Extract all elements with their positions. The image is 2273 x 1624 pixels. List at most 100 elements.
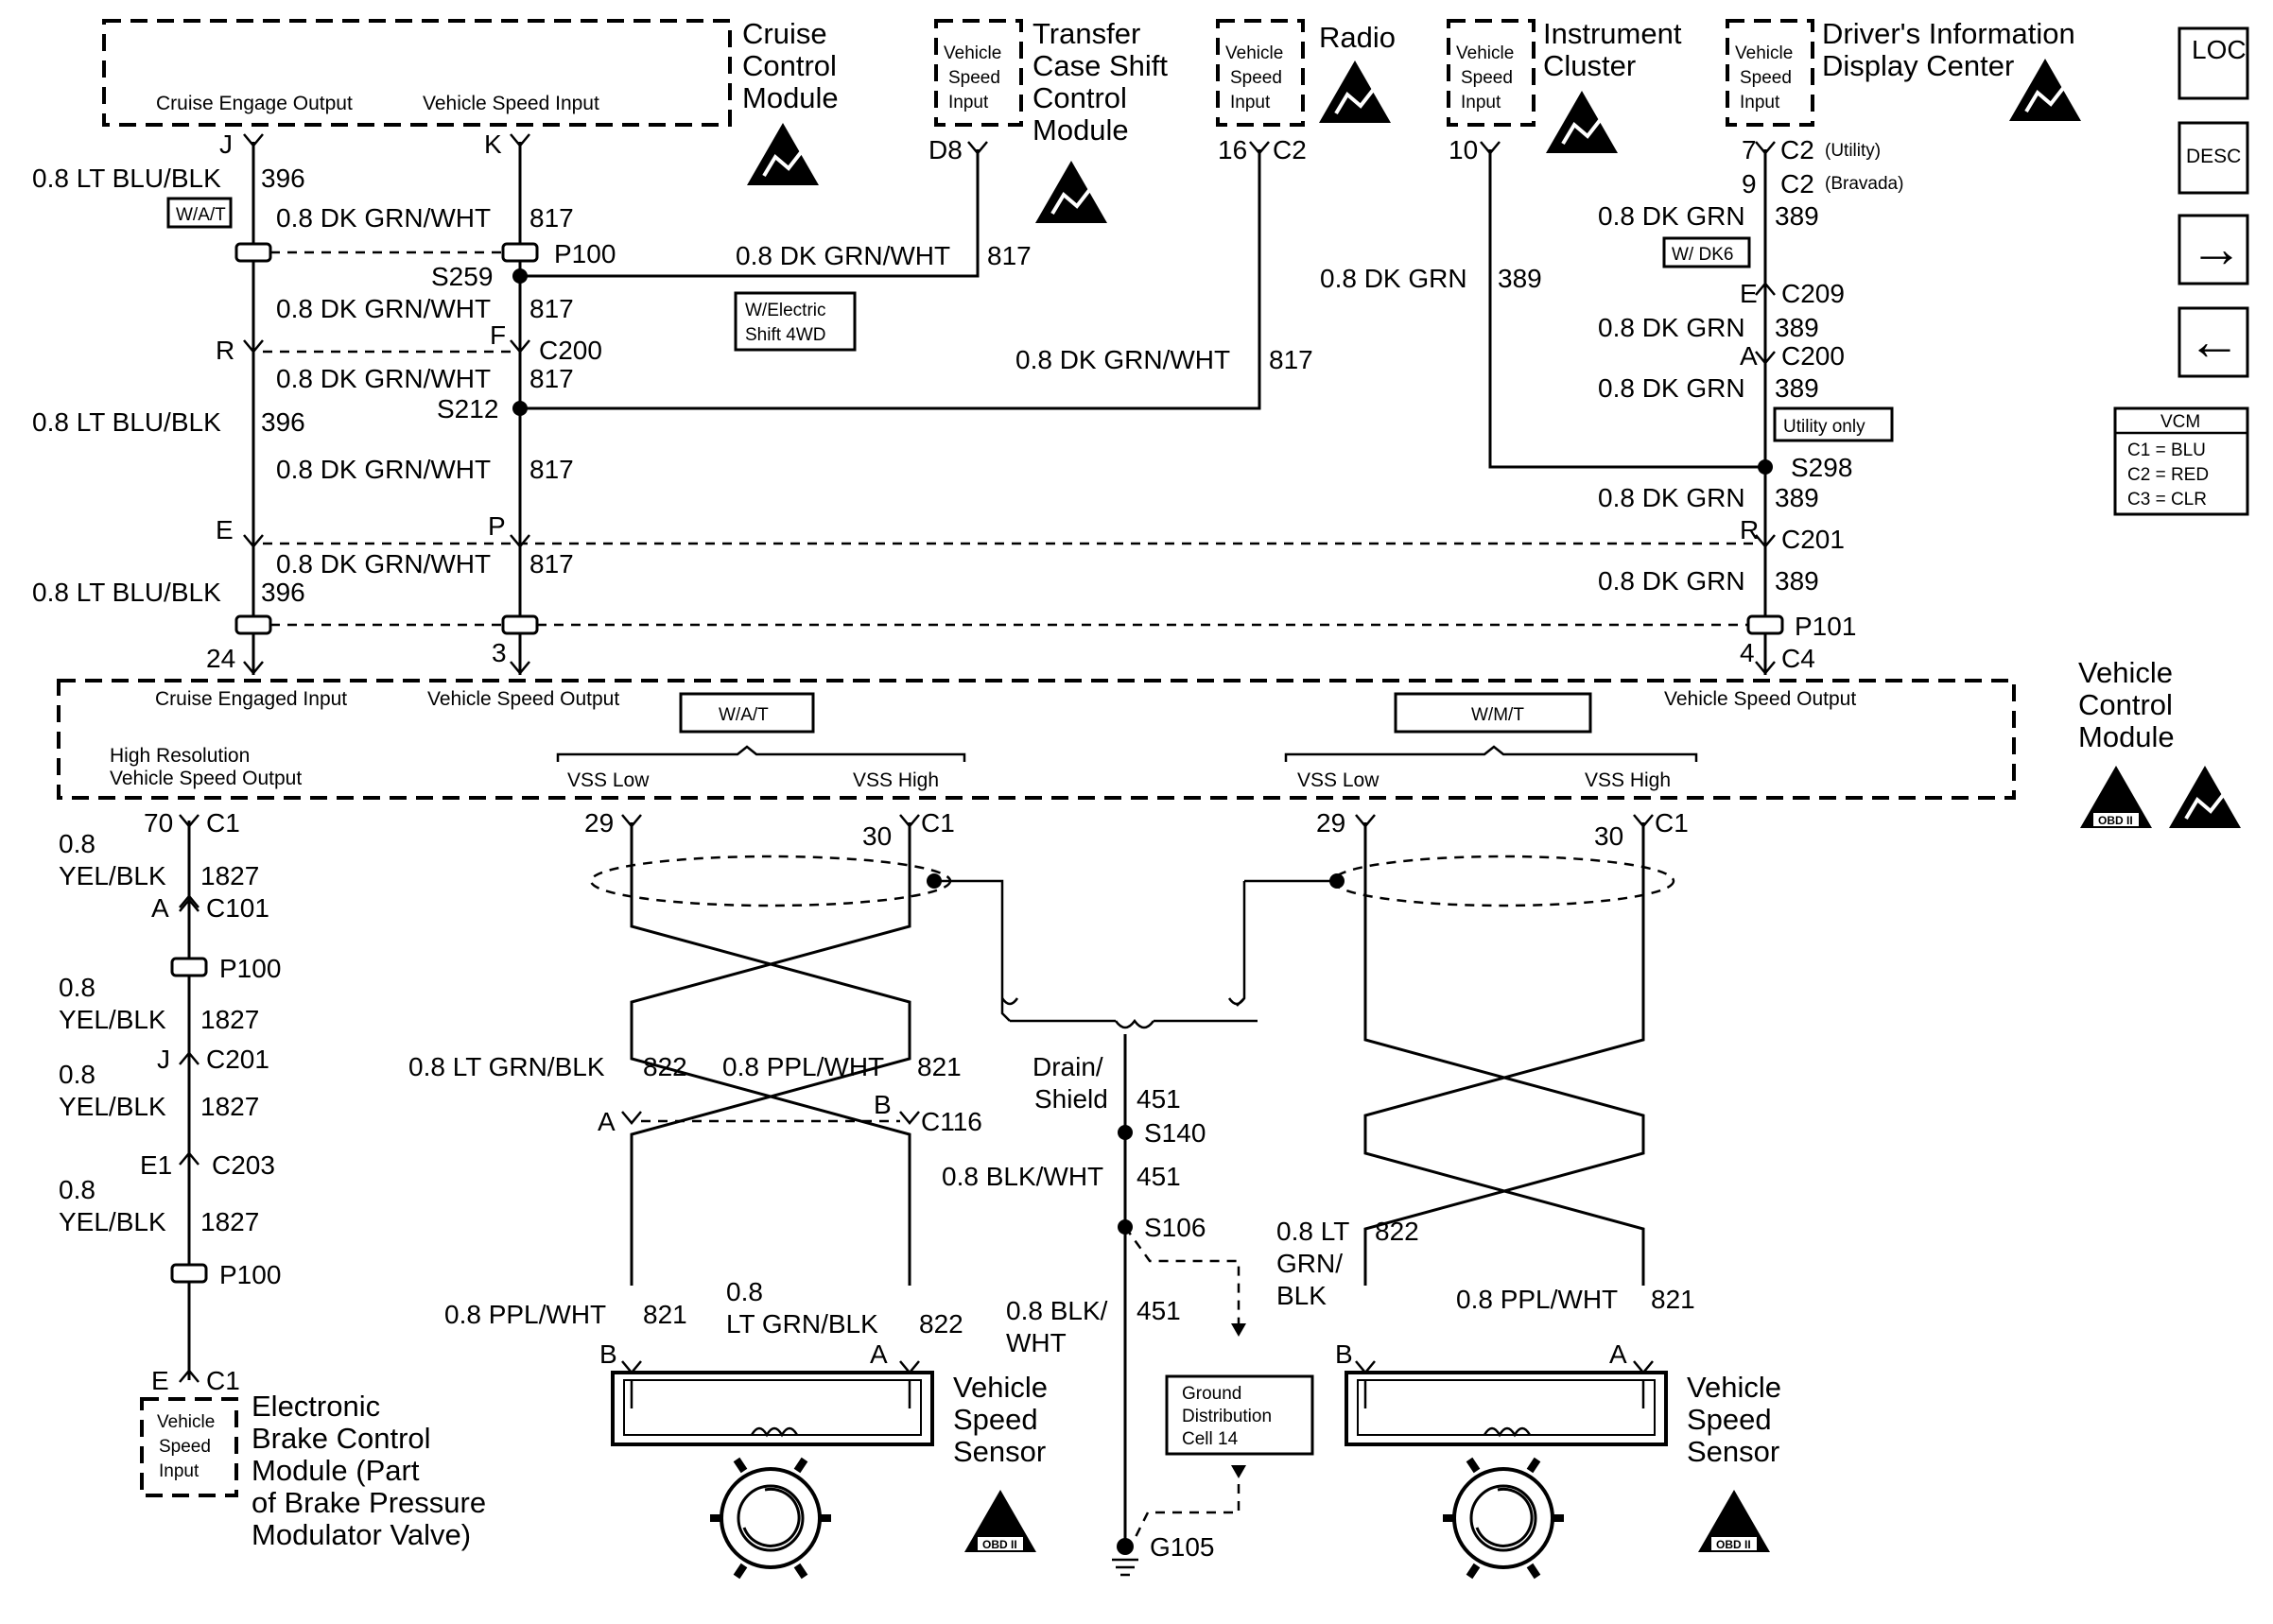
svg-text:Display Center: Display Center [1822, 49, 2014, 82]
svg-text:WHT: WHT [1006, 1328, 1067, 1357]
svg-text:0.8 DK GRN: 0.8 DK GRN [1320, 264, 1467, 293]
svg-text:817: 817 [529, 455, 574, 484]
svg-text:389: 389 [1775, 373, 1819, 403]
svg-text:Radio: Radio [1319, 21, 1396, 54]
svg-text:S106: S106 [1144, 1213, 1206, 1242]
svg-text:389: 389 [1498, 264, 1542, 293]
svg-text:LOC: LOC [2192, 35, 2247, 64]
svg-text:29: 29 [584, 808, 614, 838]
svg-text:817: 817 [1269, 345, 1313, 374]
loc-button[interactable]: LOC [2178, 26, 2249, 100]
svg-text:LT GRN/BLK: LT GRN/BLK [726, 1309, 878, 1339]
instrument-cluster-module: Vehicle Speed Input Instrument Cluster [1447, 17, 1682, 153]
svg-text:0.8 DK GRN/WHT: 0.8 DK GRN/WHT [276, 549, 491, 579]
svg-text:389: 389 [1775, 566, 1819, 596]
prev-arrow-button[interactable]: ← [2178, 306, 2249, 378]
obd-ii-icon: OBD II [964, 1490, 1036, 1552]
svg-text:0.8 DK GRN/WHT: 0.8 DK GRN/WHT [276, 203, 491, 233]
svg-text:0.8 DK GRN/WHT: 0.8 DK GRN/WHT [736, 241, 950, 270]
svg-text:W/A/T: W/A/T [176, 205, 226, 225]
svg-text:822: 822 [643, 1052, 687, 1081]
svg-text:Vehicle: Vehicle [1456, 43, 1514, 63]
svg-text:24: 24 [206, 644, 235, 673]
svg-text:S140: S140 [1144, 1118, 1206, 1148]
next-arrow-button[interactable]: → [2178, 214, 2249, 285]
drain-ground-circuit: Ground Distribution Cell 14 Drain/ Shiel… [942, 881, 1314, 1577]
svg-text:817: 817 [529, 549, 574, 579]
svg-text:7: 7 [1742, 135, 1757, 164]
svg-text:W/Electric: W/Electric [745, 301, 826, 320]
svg-text:Input: Input [1461, 93, 1501, 112]
svg-text:0.8 DK GRN/WHT: 0.8 DK GRN/WHT [276, 364, 491, 393]
desc-button[interactable]: DESC [2178, 121, 2249, 195]
svg-text:Vehicle Speed Output: Vehicle Speed Output [110, 768, 302, 789]
svg-text:389: 389 [1775, 201, 1819, 231]
svg-text:396: 396 [261, 164, 305, 193]
esd-icon [2169, 766, 2241, 828]
svg-text:D8: D8 [928, 135, 963, 164]
svg-text:Brake Control: Brake Control [252, 1422, 431, 1455]
svg-text:Speed: Speed [948, 68, 1000, 88]
svg-text:Speed: Speed [1230, 68, 1282, 88]
svg-text:817: 817 [529, 294, 574, 323]
svg-text:High Resolution: High Resolution [110, 745, 250, 767]
reluctor-wheel-icon [1443, 1457, 1564, 1580]
svg-text:0.8 DK GRN/WHT: 0.8 DK GRN/WHT [276, 455, 491, 484]
svg-text:J: J [219, 130, 233, 159]
svg-text:Case Shift: Case Shift [1032, 49, 1168, 82]
esd-icon [747, 123, 819, 185]
ebcm-circuit: Vehicle Speed Input Electronic Brake Con… [59, 808, 486, 1551]
reluctor-wheel-icon [710, 1457, 831, 1580]
svg-text:YEL/BLK: YEL/BLK [59, 1092, 166, 1121]
svg-text:(Bravada): (Bravada) [1825, 174, 1903, 194]
svg-text:C201: C201 [1781, 525, 1845, 554]
svg-text:A: A [1740, 341, 1758, 371]
svg-text:C1: C1 [1655, 808, 1689, 838]
esd-icon [1546, 91, 1618, 153]
svg-text:C1: C1 [206, 1366, 240, 1395]
svg-text:Vehicle Speed Input: Vehicle Speed Input [423, 93, 599, 114]
svg-text:Vehicle: Vehicle [1687, 1371, 1781, 1404]
svg-text:Module: Module [2078, 720, 2175, 753]
vss-circuit-mt: OBD II Vehicle Speed Sensor 29 30 C1 0.8… [1244, 808, 1781, 1580]
svg-text:0.8: 0.8 [59, 973, 95, 1002]
obd-ii-icon: OBD II [1698, 1490, 1770, 1552]
svg-text:Input: Input [1740, 93, 1780, 112]
svg-text:A: A [151, 893, 169, 923]
svg-text:Vehicle: Vehicle [1735, 43, 1793, 63]
vss-circuit-at: OBD II Vehicle Speed Sensor 29 30 C1 0.8… [408, 808, 1048, 1580]
svg-text:P100: P100 [554, 239, 616, 268]
svg-text:396: 396 [261, 578, 305, 607]
esd-icon [1035, 161, 1107, 223]
svg-text:822: 822 [1375, 1217, 1419, 1246]
svg-text:Distribution: Distribution [1182, 1407, 1272, 1426]
svg-text:C209: C209 [1781, 279, 1845, 308]
svg-text:P100: P100 [219, 954, 281, 983]
svg-text:821: 821 [643, 1300, 687, 1329]
esd-icon [2009, 59, 2081, 121]
svg-text:0.8 LT GRN/BLK: 0.8 LT GRN/BLK [408, 1052, 605, 1081]
svg-text:W/ DK6: W/ DK6 [1672, 245, 1733, 265]
radio-module: Vehicle Speed Input Radio [1216, 19, 1396, 127]
svg-text:0.8 DK GRN: 0.8 DK GRN [1598, 566, 1745, 596]
svg-text:1827: 1827 [200, 1005, 259, 1034]
svg-text:Speed: Speed [953, 1403, 1038, 1436]
svg-text:3: 3 [492, 638, 507, 667]
svg-text:VSS Low: VSS Low [567, 769, 650, 791]
svg-text:0.8 DK GRN: 0.8 DK GRN [1598, 313, 1745, 342]
svg-text:R: R [1740, 515, 1759, 544]
svg-text:OBD II: OBD II [2098, 814, 2133, 827]
svg-text:0.8 DK GRN: 0.8 DK GRN [1598, 483, 1745, 512]
svg-text:C2: C2 [1780, 135, 1814, 164]
svg-text:Modulator Valve): Modulator Valve) [252, 1518, 471, 1551]
svg-text:817: 817 [987, 241, 1032, 270]
svg-text:30: 30 [862, 821, 892, 851]
vehicle-control-module: Cruise Engaged Input Vehicle Speed Outpu… [57, 656, 2241, 828]
svg-text:A: A [1609, 1339, 1627, 1369]
svg-text:Driver's Information: Driver's Information [1822, 17, 2075, 50]
svg-text:0.8 BLK/WHT: 0.8 BLK/WHT [942, 1162, 1103, 1191]
svg-text:821: 821 [917, 1052, 962, 1081]
svg-text:C2: C2 [1273, 135, 1307, 164]
svg-text:F: F [490, 320, 506, 350]
